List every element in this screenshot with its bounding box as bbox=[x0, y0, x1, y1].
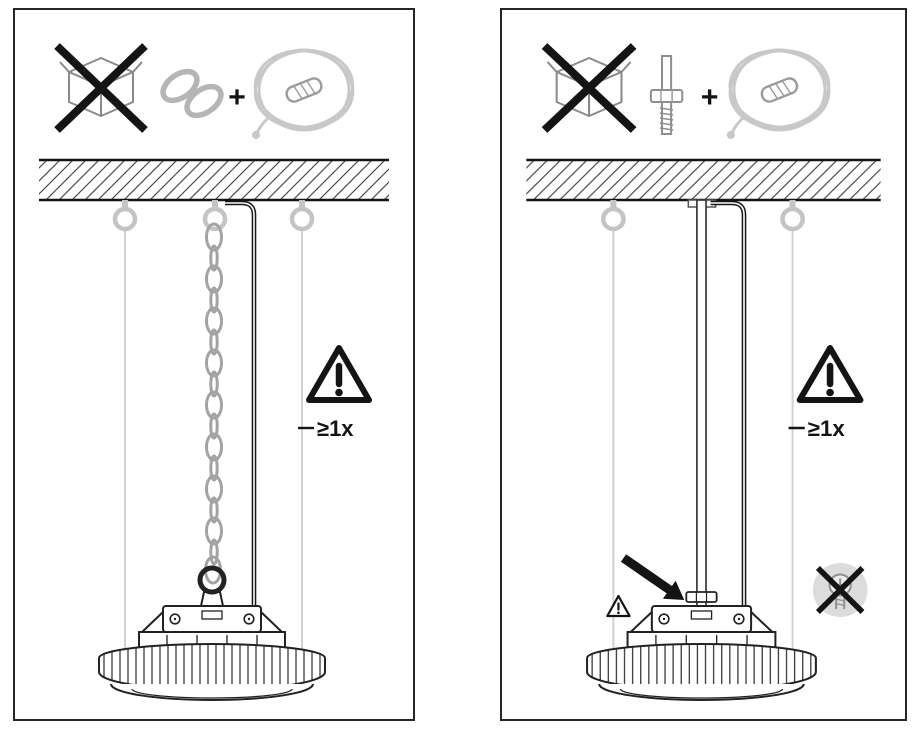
safety-cables bbox=[124, 228, 303, 652]
warning-triangle-icon bbox=[309, 348, 369, 400]
min-one-safety-cable-warning: ≥1x bbox=[298, 348, 369, 441]
coiled-safety-cable-icon bbox=[247, 41, 361, 141]
suspension-chain bbox=[204, 222, 223, 585]
plus-sign: + bbox=[228, 81, 246, 114]
luminaire-body bbox=[586, 604, 817, 702]
min-quantity-label: ≥1x bbox=[808, 416, 846, 441]
panel-chain-suspension: + bbox=[13, 8, 415, 721]
attention-pointer bbox=[606, 554, 685, 618]
min-one-safety-cable-warning: ≥1x bbox=[788, 348, 861, 441]
arrow-icon bbox=[620, 554, 685, 600]
luminaire-body bbox=[98, 605, 326, 701]
power-cable bbox=[710, 200, 747, 608]
highbay-luminaire bbox=[98, 565, 326, 701]
eye-hook-left bbox=[115, 200, 135, 229]
ceiling bbox=[39, 158, 389, 202]
eye-nut-ring bbox=[197, 565, 227, 595]
power-cable bbox=[225, 200, 257, 608]
panel-rod-suspension: + bbox=[500, 8, 907, 721]
chain-links-icon bbox=[160, 68, 224, 119]
warning-triangle-icon bbox=[800, 348, 861, 400]
threaded-rod-icon bbox=[649, 55, 684, 135]
safety-cables bbox=[612, 228, 794, 652]
small-warning-triangle-icon bbox=[606, 594, 631, 618]
threaded-rod bbox=[685, 199, 718, 607]
eye-hook-right bbox=[782, 200, 802, 229]
eye-hook-left bbox=[603, 200, 623, 229]
rod-suspension-diagram: + bbox=[526, 41, 881, 702]
crossed-out-box-icon bbox=[57, 46, 145, 130]
plus-sign: + bbox=[701, 81, 719, 114]
crossed-out-box-icon bbox=[545, 46, 634, 130]
crossed-out-screw-icon bbox=[812, 563, 868, 617]
parts-row: + bbox=[545, 41, 837, 141]
coiled-safety-cable-icon bbox=[722, 41, 837, 141]
highbay-luminaire bbox=[586, 604, 817, 702]
min-quantity-label: ≥1x bbox=[317, 416, 354, 441]
eye-hook-right bbox=[292, 200, 312, 229]
ceiling bbox=[526, 158, 881, 202]
parts-row: + bbox=[57, 41, 361, 141]
chain-suspension-diagram: + bbox=[39, 41, 389, 701]
